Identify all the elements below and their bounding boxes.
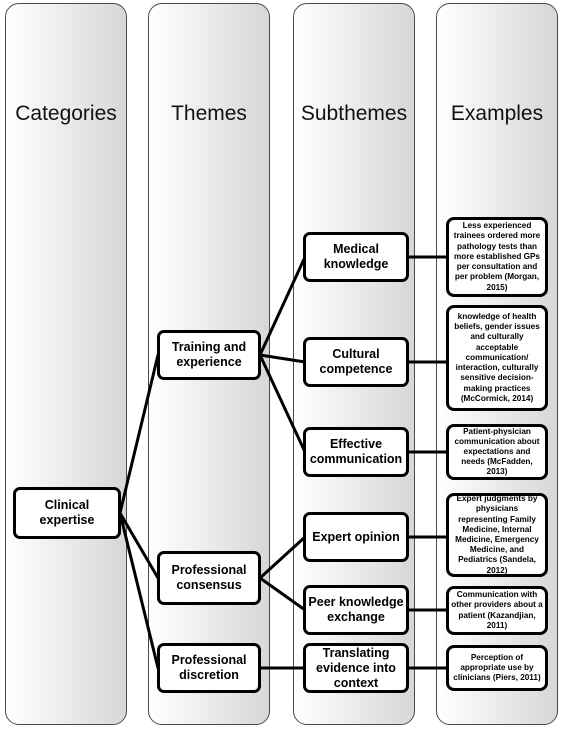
subtheme-medical-knowledge: Medical knowledge xyxy=(303,232,409,282)
example-sandela: Expert judgments by physicians represent… xyxy=(446,493,548,577)
themes-header: Themes xyxy=(171,102,247,125)
example-kazandjian: Communication with other providers about… xyxy=(446,586,548,635)
theme-professional-discretion: Professional discretion xyxy=(157,643,261,693)
example-piers: Perception of appropriate use by clinici… xyxy=(446,645,548,691)
theme-professional-consensus: Professional consensus xyxy=(157,551,261,605)
subthemes-header: Subthemes xyxy=(300,102,408,125)
example-sandela-text: Expert judgments by physicians represent… xyxy=(455,494,539,575)
example-kazandjian-text: Communication with other providers about… xyxy=(451,590,543,630)
subtheme-expert-opinion-label: Expert opinion xyxy=(312,529,400,544)
theme-training-experience-label: Training and experience xyxy=(171,340,247,369)
subtheme-translating-evidence-label: Translating evidence into context xyxy=(316,645,396,690)
example-piers-text: Perception of appropriate use by clinici… xyxy=(453,652,541,683)
edge-expertise-discretion xyxy=(118,511,160,670)
subtheme-cultural-competence: Cultural competence xyxy=(303,337,409,387)
theme-professional-discretion-label: Professional discretion xyxy=(171,653,247,682)
example-mcfadden-text: Patient-physician communication about ex… xyxy=(454,426,540,477)
example-mccormick-text: knowledge of health beliefs, gender issu… xyxy=(454,312,540,403)
subtheme-cultural-competence-label: Cultural competence xyxy=(319,347,393,376)
categories-header: Categories xyxy=(15,102,117,125)
theme-training-experience: Training and experience xyxy=(157,330,261,380)
edge-expertise-consensus xyxy=(118,511,160,580)
subtheme-peer-knowledge-exchange-label: Peer knowledge exchange xyxy=(308,595,404,624)
category-clinical-expertise: Clinical expertise xyxy=(13,487,121,539)
example-mcfadden: Patient-physician communication about ex… xyxy=(446,424,548,480)
subtheme-effective-communication-label: Effective communication xyxy=(309,437,403,466)
category-clinical-expertise-label: Clinical expertise xyxy=(39,498,95,527)
examples-header: Examples xyxy=(450,102,544,125)
edge-consensus-expert xyxy=(258,535,307,580)
edge-training-effective xyxy=(258,353,307,454)
subtheme-effective-communication: Effective communication xyxy=(303,427,409,477)
example-morgan-text: Less experienced trainees ordered more p… xyxy=(453,221,541,292)
subtheme-expert-opinion: Expert opinion xyxy=(303,512,409,562)
subtheme-peer-knowledge-exchange: Peer knowledge exchange xyxy=(303,585,409,635)
edge-expertise-training xyxy=(118,353,160,515)
subtheme-translating-evidence: Translating evidence into context xyxy=(303,643,409,693)
edge-training-cultural xyxy=(258,353,307,364)
edge-consensus-peer xyxy=(258,576,307,612)
example-mccormick: knowledge of health beliefs, gender issu… xyxy=(446,305,548,411)
example-morgan: Less experienced trainees ordered more p… xyxy=(446,217,548,297)
categories-column: Categories xyxy=(5,3,127,725)
theme-professional-consensus-label: Professional consensus xyxy=(171,563,247,592)
subtheme-medical-knowledge-label: Medical knowledge xyxy=(323,242,389,271)
edge-training-medical xyxy=(258,255,307,357)
